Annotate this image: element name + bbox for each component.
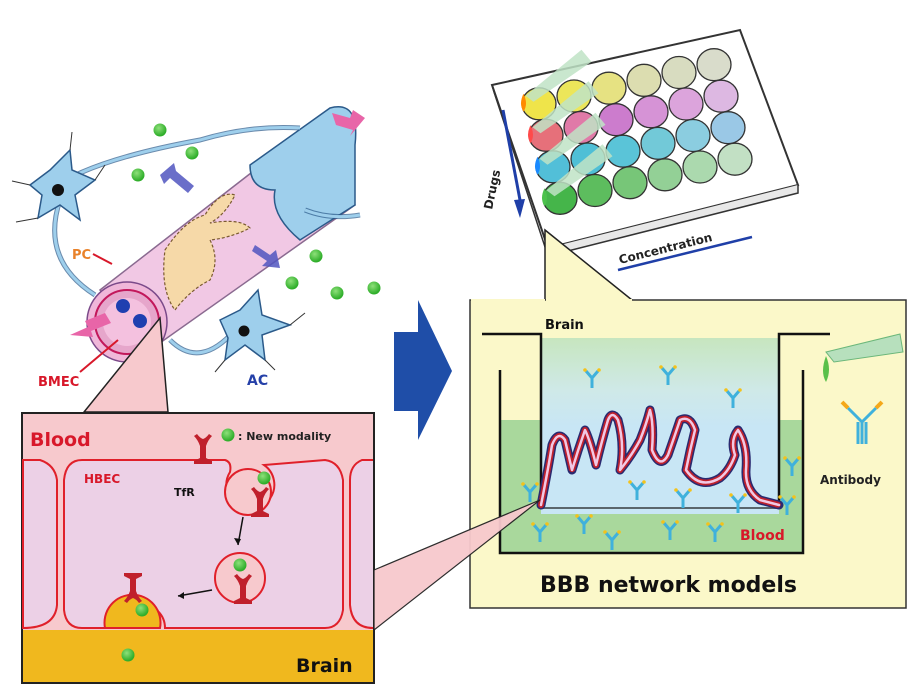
efflux-arrow (252, 245, 280, 268)
well (710, 111, 746, 145)
well (598, 103, 634, 137)
well (612, 166, 648, 200)
label-antibody: Antibody (820, 473, 881, 487)
well-plate: Drugs Concentration (481, 28, 800, 272)
pipette-tip (525, 49, 592, 102)
antibody-icon (840, 400, 884, 444)
drug-drop (521, 93, 526, 112)
well (605, 134, 641, 168)
drug-drop (542, 188, 547, 207)
well (675, 118, 711, 153)
label-model-brain: Brain (545, 318, 584, 333)
axis-label-drugs: Drugs (481, 168, 503, 210)
pipette-tip (539, 112, 606, 165)
bbb-model-panel: Antibody Brain Blood BBB network models (469, 299, 907, 609)
neurovascular-unit: PC BMEC AC (11, 106, 381, 390)
efflux-arrow (160, 163, 194, 193)
pericyte-shape (163, 193, 252, 312)
well (640, 126, 676, 160)
astrocyte-bottom (214, 288, 306, 373)
well (703, 79, 739, 113)
pipette-tip (532, 81, 599, 134)
drug-drop (528, 125, 533, 144)
influx-arrow (332, 110, 365, 136)
blood-cell (116, 299, 130, 313)
well (626, 63, 662, 97)
well (668, 87, 704, 121)
well (661, 55, 697, 90)
pipette-tip (546, 144, 613, 197)
label-model-blood: Blood (740, 528, 785, 544)
label-ac: AC (247, 373, 268, 389)
well (591, 71, 627, 105)
drug-drop (535, 156, 540, 175)
well (577, 173, 613, 208)
callout-model (373, 499, 541, 632)
influx-arrow (70, 313, 111, 337)
axis-label-concentration: Concentration (617, 230, 713, 267)
label-hbec: HBEC (84, 472, 120, 486)
label-tfr: TfR (174, 486, 195, 499)
vascular-network (536, 405, 784, 510)
well (633, 95, 669, 129)
label-blood: Blood (30, 429, 91, 451)
bbb-title: BBB network models (540, 573, 797, 598)
well (717, 142, 753, 176)
well (647, 158, 683, 192)
process-arrow (394, 300, 452, 440)
label-brain: Brain (296, 655, 353, 677)
label-pc: PC (72, 248, 91, 263)
label-bmec: BMEC (38, 375, 79, 390)
transcytosis-panel: Blood HBEC TfR : New modality Brain (21, 412, 375, 684)
legend-new-modality: : New modality (238, 430, 331, 443)
blood-cell (133, 314, 147, 328)
well (682, 150, 718, 184)
antibody-drop (823, 356, 829, 382)
well (696, 48, 732, 82)
astrocyte-left (11, 131, 106, 223)
drugs-axis-arrow (514, 199, 525, 218)
